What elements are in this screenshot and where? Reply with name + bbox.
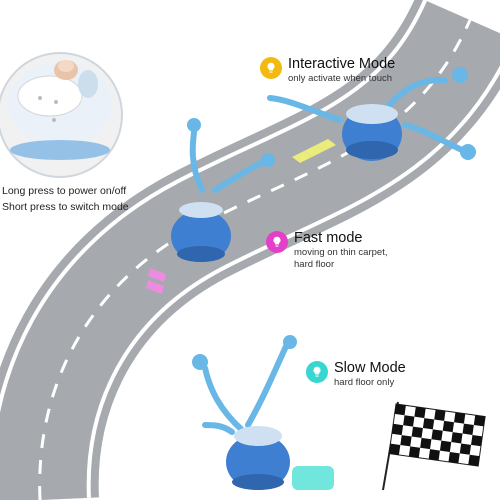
toy-ball-bottom [192,335,297,490]
mode-title: Fast mode [294,230,363,246]
caption-line-1: Long press to power on/off [2,185,127,197]
arrow-cyan [292,466,334,490]
mode-title: Slow Mode [334,360,406,376]
toy-ball-middle [171,118,275,262]
mode-fast: Fast mode moving on thin carpet, hard fl… [266,230,387,271]
mode-description-line-1: moving on thin carpet, [294,247,388,258]
checkered-flag [382,401,486,491]
lightbulb-icon [260,57,282,79]
power-button-inset [0,52,123,178]
mode-slow: Slow Mode hard floor only [306,360,406,389]
lightbulb-icon [266,231,288,253]
inset-caption: Long press to power on/off Short press t… [2,183,129,215]
mode-description: hard floor only [334,377,395,388]
caption-line-2: Short press to switch mode [2,201,129,213]
lightbulb-icon [306,361,328,383]
mode-description-line-2: hard floor [294,259,335,270]
toy-ball-top [267,67,476,161]
mode-interactive: Interactive Mode only activate when touc… [260,56,395,85]
arrow-yellow [292,139,336,163]
mode-description: only activate when touch [288,73,393,84]
arrow-pink [146,268,166,294]
mode-title: Interactive Mode [288,56,396,72]
